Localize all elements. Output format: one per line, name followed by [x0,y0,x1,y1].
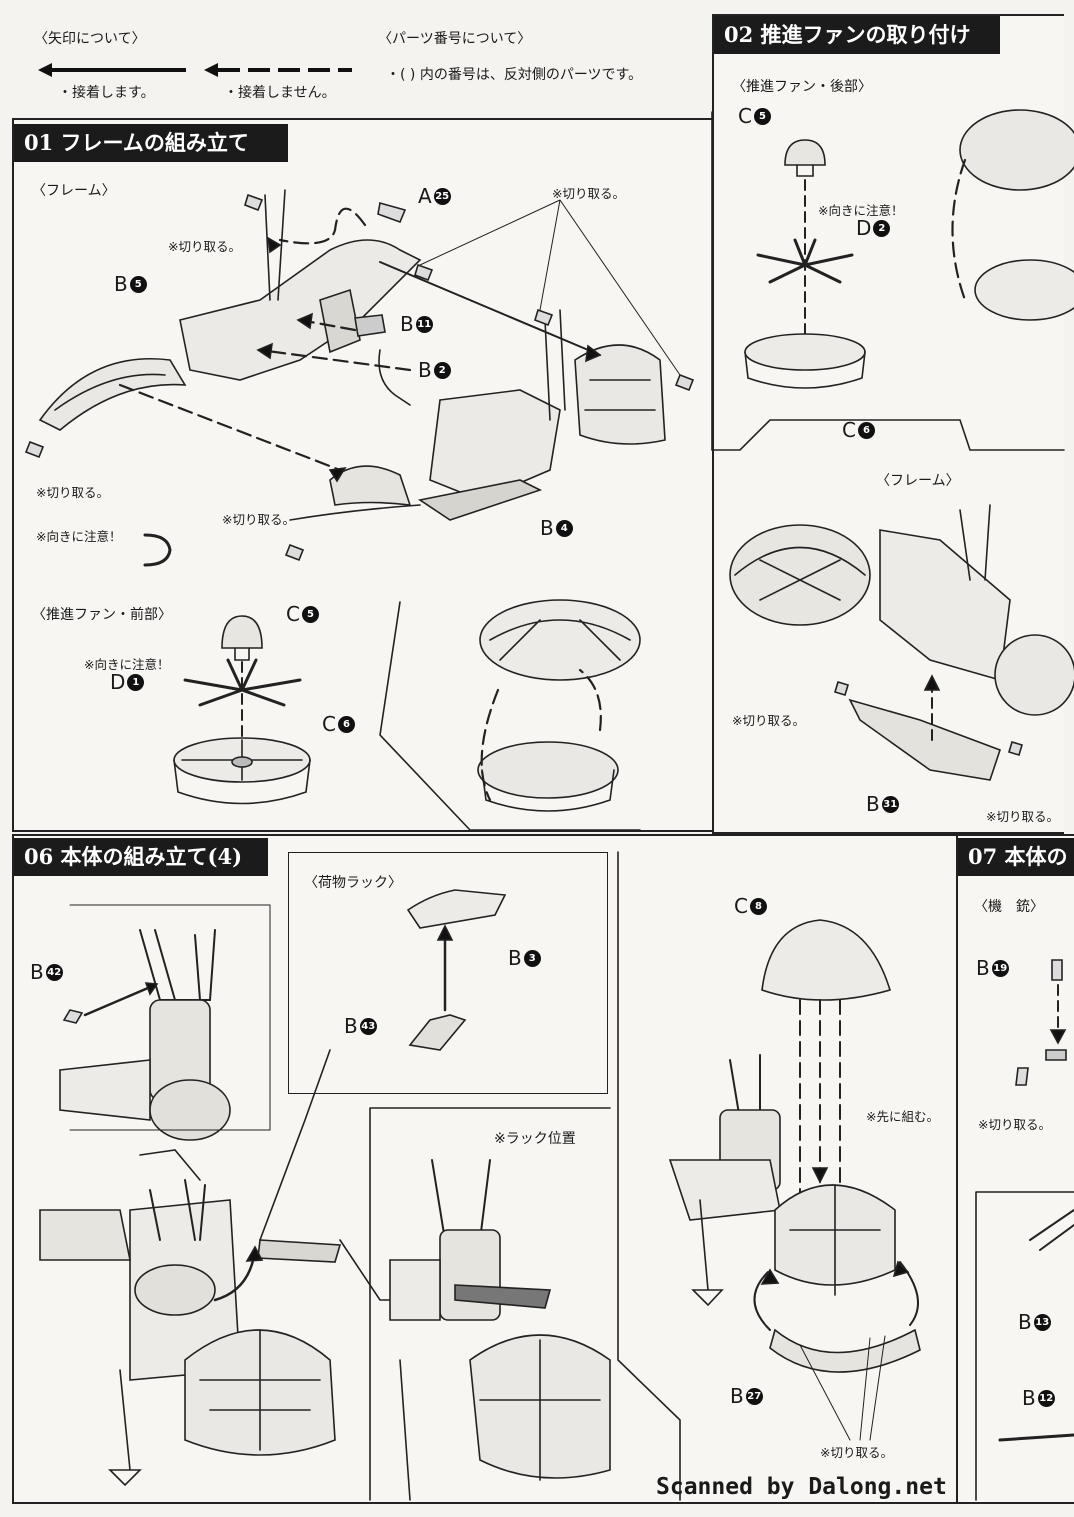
part-letter: B [508,946,522,970]
s02-orient-note: ※向きに注意！ [818,203,904,218]
s01-frame-subtitle: 〈フレーム〉 [32,183,116,199]
partno-legend-box: 〈パーツ番号について〉 ・( ) 内の番号は、反対側のパーツです。 [364,18,709,110]
part-number-badge: 43 [359,1017,377,1035]
arrow-legend-box: 〈矢印について〉 ・接着します。 ・接着しません。 [14,18,354,110]
partno-legend-note: ・( ) 内の番号は、反対側のパーツです。 [386,67,643,83]
part-number-badge: 27 [745,1387,763,1405]
part-number-badge: 1 [127,673,145,691]
part-number-badge: 25 [433,187,451,205]
part-number-badge: 6 [337,715,355,733]
part-number-badge: 19 [991,959,1009,977]
part-letter: B [976,956,990,980]
s06-rack-subtitle: 〈荷物ラック〉 [304,875,402,891]
s06-rack-position-note: ※ラック位置 [494,1131,576,1147]
section-01-title: 01 フレームの組み立て [14,124,288,162]
s01-fan-subtitle: 〈推進ファン・前部〉 [32,607,172,623]
s06-first-note: ※先に組む。 [866,1109,939,1124]
s07-gun-subtitle: 〈機 銃〉 [974,899,1044,915]
part-number-badge: 31 [881,795,899,813]
part-number-badge: 2 [873,219,891,237]
part-letter: B [114,272,128,296]
section-07-title: 07 本体の [958,838,1074,876]
section-02-title: 02 推進ファンの取り付け [714,16,1000,54]
part-letter: B [400,312,414,336]
body-assembly-drawing [39,851,921,1501]
solid-arrow-icon [38,63,186,77]
s07-cut-note: ※切り取る。 [978,1117,1051,1132]
frame-assembly-drawing [24,189,695,567]
part-letter: B [1018,1310,1032,1334]
part-number-badge: 5 [753,107,771,125]
s06-cut-note: ※切り取る。 [820,1445,893,1460]
part-number-badge: 8 [749,897,767,915]
part-letter: B [866,792,880,816]
part-number-badge: 4 [555,519,573,537]
part-number-badge: 5 [301,605,319,623]
scan-credit: Scanned by Dalong.net [656,1474,947,1500]
part-number-badge: 42 [45,963,63,981]
front-fan-drawing [173,599,641,831]
part-number-badge: 5 [129,275,147,293]
s02-cut-note-2: ※切り取る。 [986,809,1059,824]
s02-cut-note-1: ※切り取る。 [732,713,805,728]
part-letter: B [540,516,554,540]
rear-fan-drawing [711,109,1074,781]
part-letter: B [344,1014,358,1038]
partno-legend-title: 〈パーツ番号について〉 [378,31,532,47]
arrow-legend-title: 〈矢印について〉 [34,31,146,47]
s01-cut-note-4: ※切り取る。 [222,512,295,527]
part-number-badge: 11 [415,315,433,333]
s01-orient-note-2: ※向きに注意！ [84,657,170,672]
s01-cut-note-1: ※切り取る。 [168,239,241,254]
s01-cut-note-2: ※切り取る。 [552,186,625,201]
part-number-badge: 2 [433,361,451,379]
gun-drawing [975,959,1074,1501]
part-number-badge: 6 [857,421,875,439]
s02-frame-subtitle: 〈フレーム〉 [876,473,960,489]
part-letter: D [856,216,872,240]
glue-label: ・接着します。 [58,85,155,101]
part-letter: A [418,184,432,208]
part-letter: C [322,712,336,736]
part-letter: C [738,104,752,128]
part-letter: B [30,960,44,984]
part-number-badge: 3 [523,949,541,967]
part-letter: D [110,670,126,694]
s01-orient-note: ※向きに注意！ [36,529,122,544]
part-letter: B [730,1384,744,1408]
section-06-title: 06 本体の組み立て(4) [14,838,268,876]
part-letter: C [842,418,856,442]
s01-cut-note-3: ※切り取る。 [36,485,109,500]
dashed-arrow-icon [204,63,352,77]
part-number-badge: 12 [1037,1389,1055,1407]
part-letter: B [418,358,432,382]
noglue-label: ・接着しません。 [224,85,336,101]
part-letter: B [1022,1386,1036,1410]
s02-fan-subtitle: 〈推進ファン・後部〉 [732,79,872,95]
part-number-badge: 13 [1033,1313,1051,1331]
part-letter: C [286,602,300,626]
part-letter: C [734,894,748,918]
